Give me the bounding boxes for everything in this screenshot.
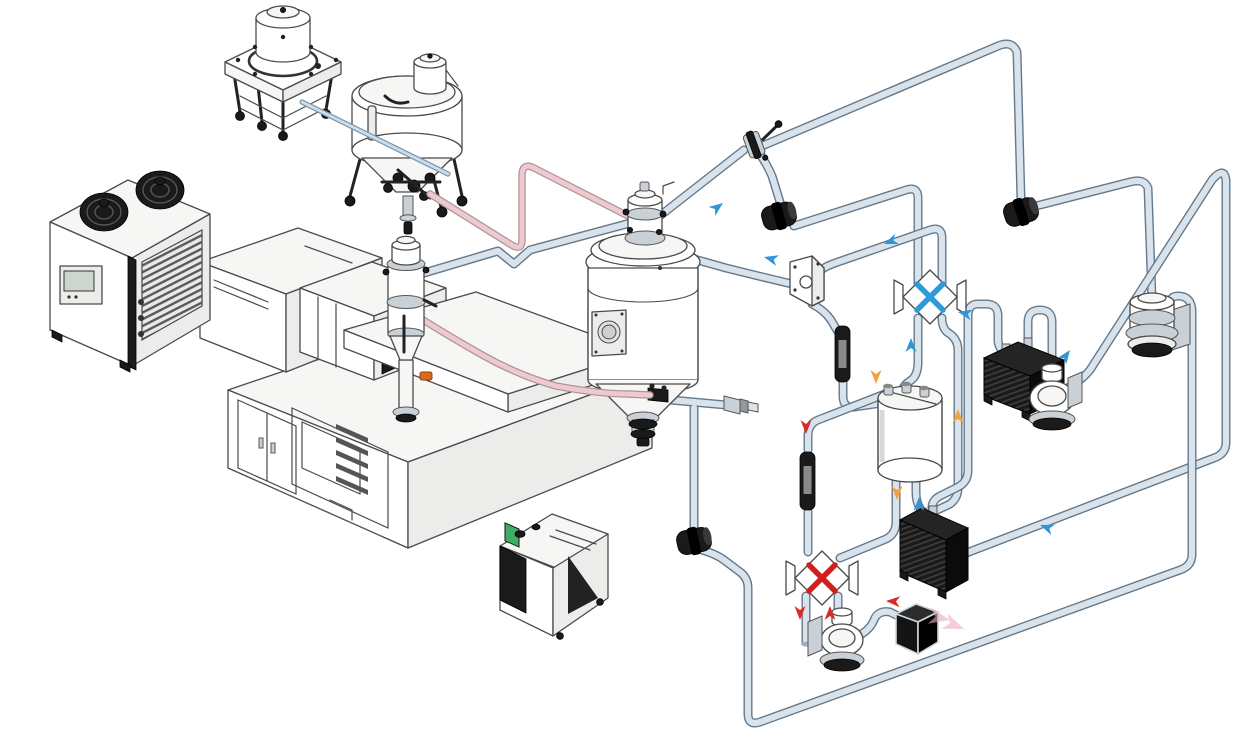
chiller-corner-strip — [127, 255, 137, 371]
heat-exchanger-2 — [898, 505, 970, 600]
imm-double-door — [237, 399, 297, 495]
tank-top-cylinder — [413, 53, 459, 95]
cooling-tower-stand — [232, 72, 334, 141]
flow-arrow — [800, 420, 812, 434]
flow-arrow — [764, 255, 779, 266]
tank-sight-glass — [367, 105, 377, 141]
dryer-access-door — [591, 309, 627, 357]
chiller-fan-1 — [79, 192, 129, 232]
cooling-tower-bolts — [235, 34, 339, 77]
mold-temperature-controller — [499, 513, 609, 640]
dryer-discharge-assembly — [626, 411, 660, 447]
muffler-coupling-1 — [1003, 197, 1039, 227]
chiller-fan-2 — [135, 170, 185, 210]
flow-arrow — [886, 596, 901, 608]
desiccant-canister — [877, 381, 943, 483]
hopper-receiver — [382, 235, 438, 423]
process-blower — [1028, 363, 1083, 431]
flow-arrows — [708, 203, 1070, 629]
junction-box — [789, 255, 825, 307]
pipe-clamp-junction — [742, 120, 783, 161]
controller-panel — [499, 545, 527, 614]
flow-arrow — [891, 486, 903, 500]
flow-arrow — [905, 338, 917, 352]
overhead-to-cyclone-line — [757, 39, 1026, 205]
controller-vent — [568, 556, 598, 614]
four-way-valve-process — [893, 269, 967, 325]
flow-arrow — [824, 606, 836, 620]
valve-x-red-mark — [806, 562, 838, 594]
inline-filter-1 — [834, 325, 851, 383]
dryer-loader — [622, 181, 675, 246]
flow-arrow — [870, 370, 882, 384]
discharge-coupler-tip — [723, 395, 759, 415]
flow-arrow — [958, 309, 973, 321]
inline-filter-2 — [799, 451, 816, 511]
receiver-fitting — [419, 371, 433, 381]
flow-arrow — [1040, 524, 1056, 535]
exhaust-plume-arrow — [941, 613, 964, 629]
chiller-grille — [141, 229, 203, 342]
flow-arrow — [1057, 350, 1070, 365]
exhaust-plume-arrow — [927, 607, 950, 624]
cyclone-dust-collector — [1125, 292, 1191, 358]
flow-arrow — [794, 606, 806, 620]
valve-x-blue-mark — [914, 281, 946, 313]
flow-arrow — [913, 497, 925, 511]
muffler-coupling-3 — [676, 526, 712, 556]
flow-arrow — [884, 233, 900, 245]
flow-arrow — [952, 409, 964, 423]
controller-screen — [504, 522, 520, 548]
colored-lines — [299, 99, 654, 399]
regeneration-blower — [807, 607, 865, 672]
cooling-tower-drum — [255, 5, 311, 63]
cooling-tower — [224, 5, 342, 141]
tank-discharge-valve-manifold — [380, 168, 442, 235]
chiller-control-panel — [59, 265, 103, 305]
storage-mixing-tank — [344, 53, 468, 235]
four-way-valve-regeneration — [785, 550, 859, 606]
flow-arrow — [708, 203, 723, 216]
muffler-coupling-2 — [761, 201, 797, 231]
imm-vent-slats — [336, 424, 368, 495]
water-chiller — [49, 170, 211, 373]
pipe-network — [647, 39, 1231, 728]
receiver-clamp-ring — [386, 295, 426, 309]
exhaust-vent — [893, 603, 941, 656]
